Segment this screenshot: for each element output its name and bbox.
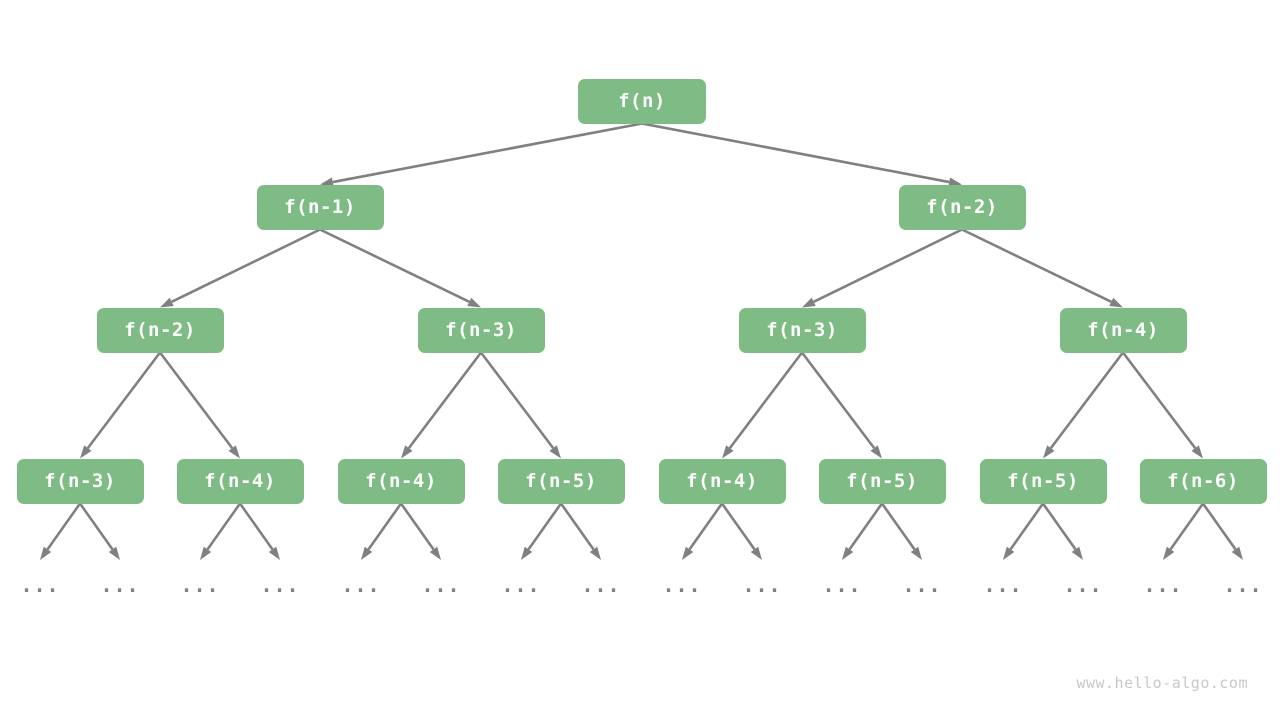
tree-node-label: f(n-2) <box>124 319 196 341</box>
ellipsis-14: ... <box>1063 573 1103 597</box>
tree-node-label: f(n-4) <box>365 470 437 492</box>
tree-node-label: f(n-6) <box>1167 470 1239 492</box>
tree-node-label: f(n-5) <box>525 470 597 492</box>
tree-node-label: f(n-3) <box>44 470 116 492</box>
tree-node-label: f(n) <box>618 90 666 112</box>
tree-node-label: f(n-4) <box>1087 319 1159 341</box>
ellipsis-5: ... <box>341 573 381 597</box>
ellipsis-6: ... <box>421 573 461 597</box>
ellipsis-13: ... <box>983 573 1023 597</box>
tree-node-n11: f(n-4) <box>658 458 786 504</box>
ellipsis-15: ... <box>1143 573 1183 597</box>
ellipsis-8: ... <box>581 573 621 597</box>
ellipsis-11: ... <box>822 573 862 597</box>
ellipsis-1: ... <box>20 573 60 597</box>
tree-node-n3: f(n-2) <box>96 307 224 353</box>
ellipsis-3: ... <box>180 573 220 597</box>
tree-node-label: f(n-2) <box>926 196 998 218</box>
tree-node-n10: f(n-5) <box>497 458 625 504</box>
watermark: www.hello-algo.com <box>1076 674 1248 692</box>
tree-node-n2: f(n-2) <box>898 184 1026 230</box>
tree-node-n13: f(n-5) <box>979 458 1107 504</box>
tree-node-label: f(n-4) <box>204 470 276 492</box>
tree-node-label: f(n-4) <box>686 470 758 492</box>
tree-node-n6: f(n-4) <box>1059 307 1187 353</box>
tree-node-n1: f(n-1) <box>256 184 384 230</box>
tree-node-label: f(n-5) <box>846 470 918 492</box>
ellipsis-10: ... <box>742 573 782 597</box>
tree-node-n7: f(n-3) <box>16 458 144 504</box>
tree-node-label: f(n-1) <box>284 196 356 218</box>
tree-node-n0: f(n) <box>578 78 706 124</box>
tree-node-n4: f(n-3) <box>417 307 545 353</box>
tree-node-n14: f(n-6) <box>1139 458 1267 504</box>
tree-node-n8: f(n-4) <box>176 458 304 504</box>
tree-node-label: f(n-5) <box>1007 470 1079 492</box>
tree-node-label: f(n-3) <box>445 319 517 341</box>
tree-node-n9: f(n-4) <box>337 458 465 504</box>
ellipsis-9: ... <box>662 573 702 597</box>
ellipsis-7: ... <box>501 573 541 597</box>
tree-node-n5: f(n-3) <box>738 307 866 353</box>
ellipsis-16: ... <box>1223 573 1263 597</box>
ellipsis-12: ... <box>902 573 942 597</box>
tree-node-n12: f(n-5) <box>818 458 946 504</box>
tree-node-label: f(n-3) <box>766 319 838 341</box>
ellipsis-4: ... <box>260 573 300 597</box>
ellipsis-2: ... <box>100 573 140 597</box>
